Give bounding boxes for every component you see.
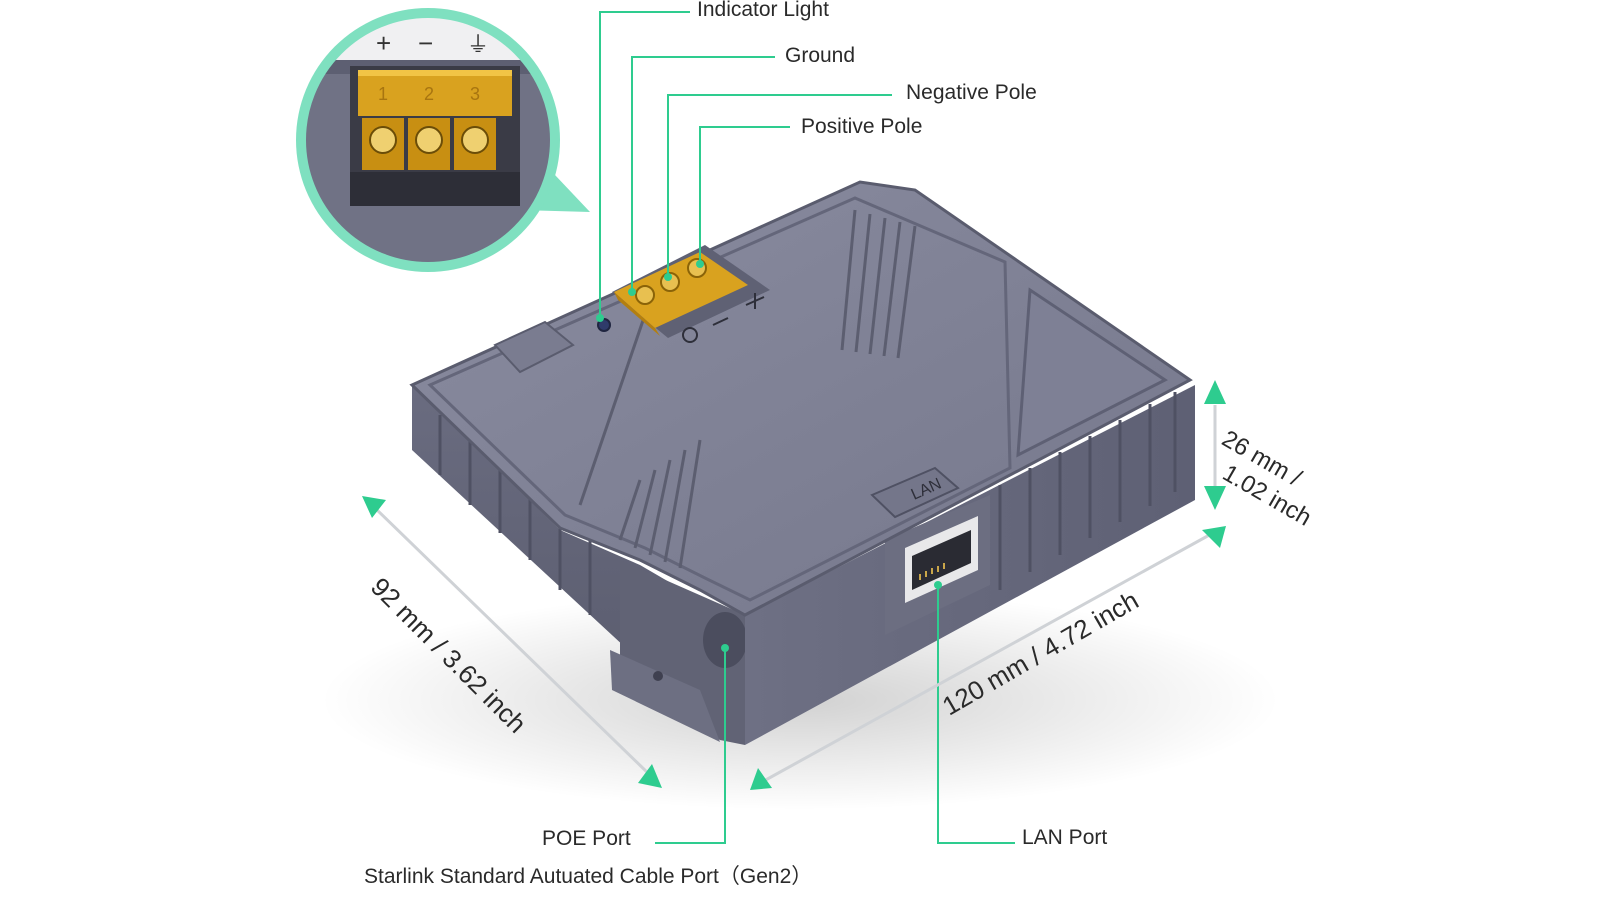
ground-label: Ground	[785, 44, 856, 67]
top-label-plate	[493, 320, 575, 374]
callout-terminal-symbols: + − ⏚	[376, 28, 489, 58]
ground-terminal-screw[interactable]	[635, 285, 655, 305]
indicator-light	[597, 318, 611, 332]
mounting-flange	[610, 650, 720, 742]
terminal-number-1: 1	[378, 84, 388, 104]
negative-pole-label: Negative Pole	[906, 81, 1037, 104]
dimension-lines	[373, 405, 1217, 784]
positive-pole-label: Positive Pole	[801, 115, 923, 138]
cable-port-label: Starlink Standard Autuated Cable Port（Ge…	[364, 865, 813, 888]
zoom-terminal-screws	[362, 118, 496, 170]
terminal-symbols-device	[682, 293, 765, 343]
lan-port-pins	[919, 563, 945, 580]
top-right-recess	[1016, 287, 1168, 458]
lan-port-label: LAN Port	[1022, 826, 1108, 849]
poe-port-opening	[703, 612, 747, 668]
terminal-number-2: 2	[424, 84, 434, 104]
lan-label-plate	[870, 466, 960, 519]
top-grooves	[578, 209, 917, 569]
callout-ground-symbol: ⏚	[467, 32, 489, 57]
mounting-hole	[653, 671, 663, 681]
poe-port-label: POE Port	[542, 827, 631, 850]
callout-terminal-numbers: 1 2 3	[378, 84, 480, 104]
callout-plus-symbol: +	[376, 28, 391, 58]
callout-zoom	[302, 14, 554, 266]
leader-lines	[599, 11, 1015, 844]
indicator-light-label: Indicator Light	[697, 0, 829, 21]
callout-minus-symbol: −	[418, 28, 433, 58]
cooling-fins-right	[998, 392, 1177, 590]
leader-dots	[596, 260, 942, 652]
terminal-number-3: 3	[470, 84, 480, 104]
top-inner-panel	[427, 196, 1012, 602]
dimension-arrowheads	[362, 380, 1226, 790]
device-top-surface	[409, 180, 1193, 617]
